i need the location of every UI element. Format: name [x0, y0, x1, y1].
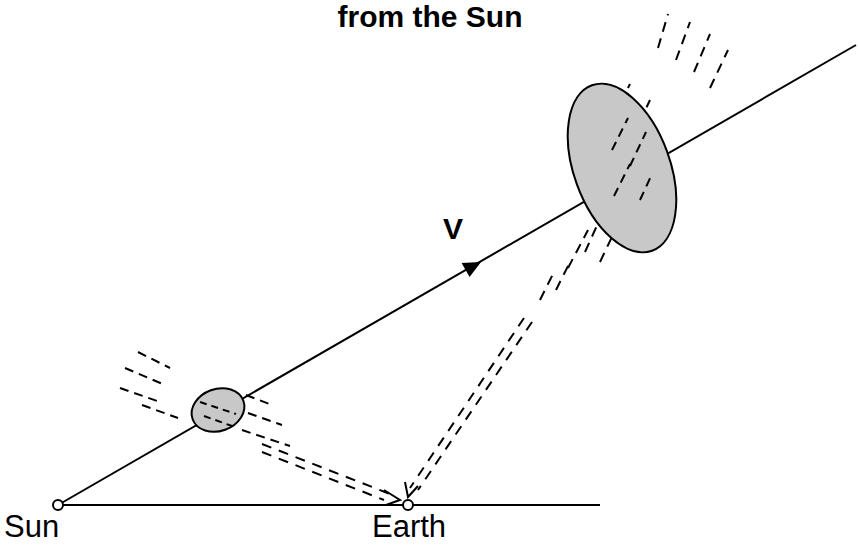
sun-dot — [53, 500, 63, 510]
sun-label: Sun — [4, 510, 59, 544]
large-cloud — [547, 69, 697, 267]
cloud-hatching — [200, 402, 236, 426]
light-ray — [262, 444, 400, 505]
velocity-arrowhead — [462, 262, 481, 277]
motion-line — [58, 45, 856, 505]
emission-hatching — [120, 352, 290, 446]
earth-dot — [403, 500, 413, 510]
velocity-label: V — [443, 212, 463, 245]
diagram-title: from the Sun — [338, 0, 523, 33]
emission-hatching — [540, 14, 728, 300]
small-cloud — [185, 381, 250, 439]
light-ray — [405, 318, 532, 497]
earth-label: Earth — [372, 510, 446, 544]
cloud-hatching — [612, 118, 652, 200]
sun-earth-line — [58, 504, 600, 506]
